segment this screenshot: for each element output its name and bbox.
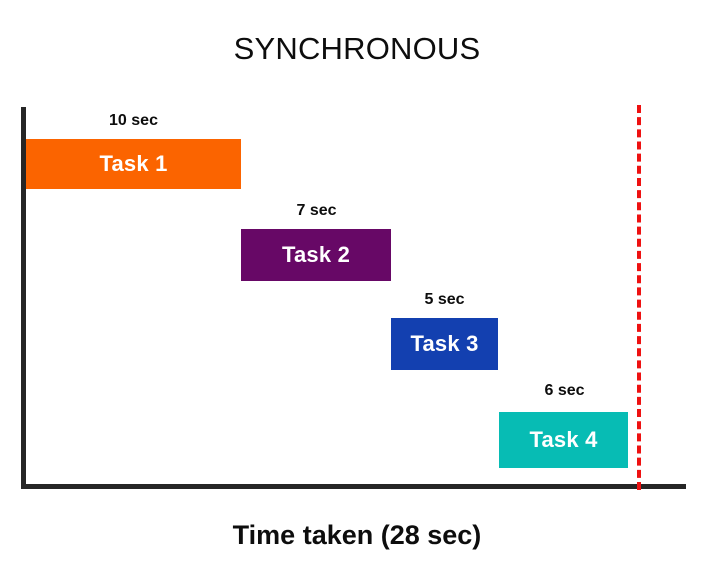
duration-label-task-4: 6 sec	[544, 382, 585, 399]
deadline-marker-line	[637, 105, 641, 490]
page-title: SYNCHRONOUS	[233, 31, 481, 66]
duration-label-task-2: 7 sec	[296, 202, 337, 219]
duration-label-task-1: 10 sec	[109, 112, 158, 129]
y-axis-line	[21, 107, 26, 488]
task-bar-task-2[interactable]: Task 2	[241, 229, 391, 281]
plot-area: 10 sec Task 1 7 sec Task 2 5 sec Task 3 …	[21, 105, 686, 490]
task-bar-task-4[interactable]: Task 4	[499, 412, 628, 468]
task-bar-task-1[interactable]: Task 1	[26, 139, 241, 189]
x-axis-caption: Time taken (28 sec)	[232, 520, 482, 550]
task-bar-label-task-1: Task 1	[99, 151, 168, 176]
task-bar-label-task-4: Task 4	[529, 427, 598, 452]
x-axis-line	[21, 484, 686, 489]
task-bar-label-task-3: Task 3	[410, 331, 479, 356]
duration-label-task-3: 5 sec	[424, 291, 465, 308]
task-bar-task-3[interactable]: Task 3	[391, 318, 498, 370]
task-bar-label-task-2: Task 2	[281, 242, 351, 267]
